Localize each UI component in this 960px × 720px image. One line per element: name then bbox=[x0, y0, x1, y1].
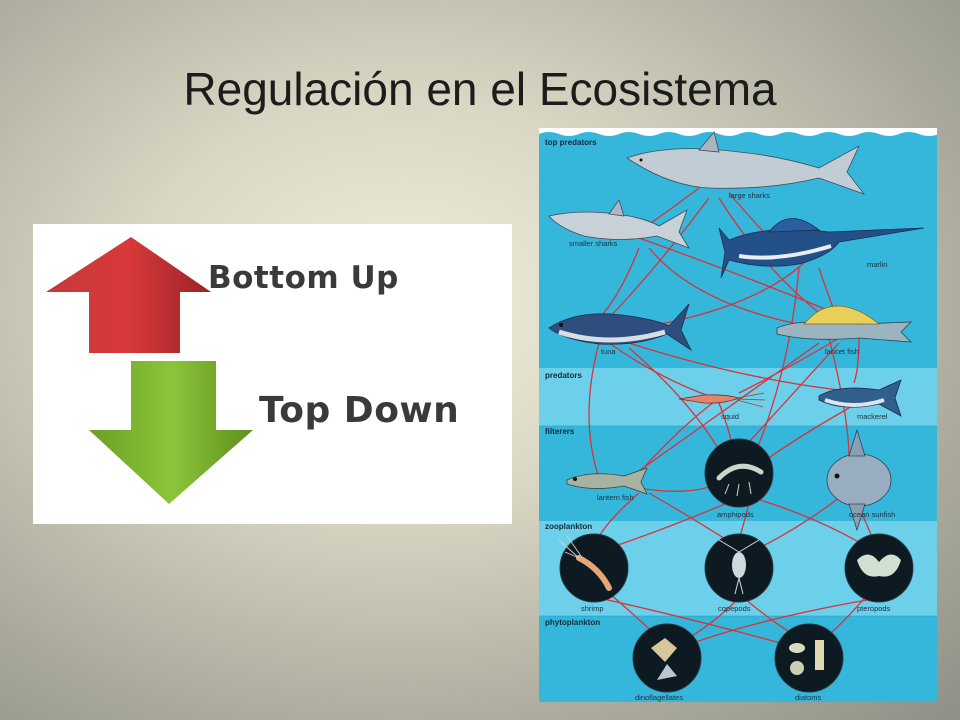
mackerel-organism bbox=[818, 379, 902, 417]
level-phytoplankton: phytoplankton bbox=[545, 618, 600, 627]
large-sharks-organism bbox=[626, 131, 866, 195]
amphipods-label: amphipods bbox=[717, 510, 754, 519]
lancet-fish-organism bbox=[776, 305, 913, 343]
lancet-fish-label: lancet fish bbox=[825, 347, 859, 356]
smaller-sharks-organism bbox=[548, 199, 690, 249]
dinoflagellates-label: dinoflagellates bbox=[635, 693, 683, 702]
level-zooplankton: zooplankton bbox=[545, 522, 592, 531]
smaller-sharks-label: smaller sharks bbox=[569, 239, 618, 248]
ocean-sunfish-organism bbox=[826, 428, 892, 532]
pteropods-organism bbox=[844, 533, 914, 603]
shrimp-organism bbox=[558, 533, 629, 603]
food-web-graphic: top predators predators filterers zoopla… bbox=[539, 128, 937, 702]
mackerel-label: mackerel bbox=[857, 412, 888, 421]
down-arrow-icon bbox=[89, 361, 253, 504]
dinoflagellates-organism bbox=[632, 623, 702, 693]
regulation-arrows-graphic bbox=[46, 237, 253, 504]
marine-food-web: top predators predators filterers zoopla… bbox=[539, 128, 937, 702]
bottom-up-label: Bottom Up bbox=[208, 260, 399, 296]
regulation-arrows-panel: Bottom Up Top Down bbox=[33, 224, 512, 524]
slide-title: Regulación en el Ecosistema bbox=[183, 63, 777, 115]
level-top-predators: top predators bbox=[545, 138, 597, 147]
marlin-organism bbox=[718, 218, 925, 279]
up-arrow-icon bbox=[46, 237, 211, 353]
diatoms-organism bbox=[774, 623, 844, 693]
diatoms-label: diatoms bbox=[795, 693, 822, 702]
amphipods-organism bbox=[704, 438, 774, 508]
tuna-organism bbox=[548, 303, 693, 352]
marlin-label: marlin bbox=[867, 260, 887, 269]
shrimp-label: shrimp bbox=[581, 604, 604, 613]
pteropods-label: pteropods bbox=[857, 604, 891, 613]
level-filterers: filterers bbox=[545, 427, 575, 436]
copepods-organism bbox=[704, 533, 774, 603]
tuna-label: tuna bbox=[601, 347, 616, 356]
lantern-fish-label: lantern fish bbox=[597, 493, 634, 502]
lantern-fish-organism bbox=[566, 467, 648, 495]
squid-label: squid bbox=[721, 412, 739, 421]
top-down-label: Top Down bbox=[259, 390, 460, 431]
ocean-sunfish-label: ocean sunfish bbox=[849, 510, 895, 519]
large-sharks-label: large sharks bbox=[729, 191, 770, 200]
squid-organism bbox=[678, 392, 766, 408]
copepods-label: copepods bbox=[718, 604, 751, 613]
level-predators: predators bbox=[545, 371, 582, 380]
